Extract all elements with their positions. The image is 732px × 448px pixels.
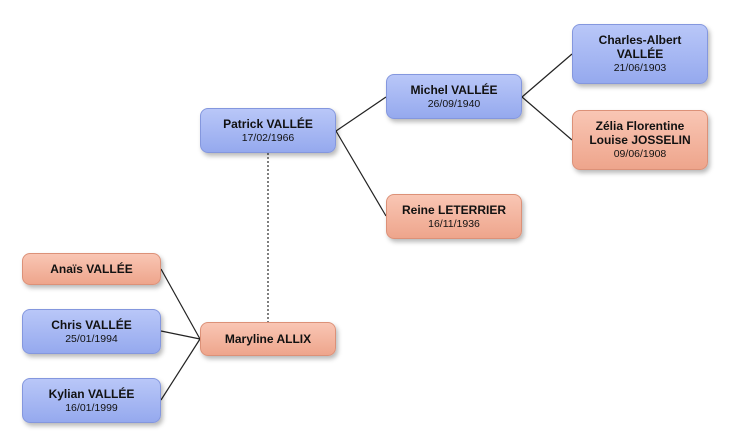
person-name-line-1: Charles-Albert bbox=[598, 33, 682, 47]
person-date: 25/01/1994 bbox=[65, 332, 118, 345]
person-name: Chris VALLÉE bbox=[51, 317, 132, 332]
person-name: Patrick VALLÉE bbox=[223, 116, 313, 131]
person-date: 26/09/1940 bbox=[427, 97, 481, 110]
person-name: Maryline ALLIX bbox=[224, 332, 312, 346]
link-michel-charles bbox=[521, 53, 573, 98]
person-card-reine[interactable]: Reine LETERRIER 16/11/1936 bbox=[386, 194, 522, 239]
person-name-line-1: Zélia Florentine bbox=[595, 119, 685, 133]
person-date: 09/06/1908 bbox=[613, 148, 667, 160]
link-chris-maryline bbox=[160, 330, 201, 340]
link-kylian-maryline bbox=[160, 338, 201, 401]
link-anais-maryline bbox=[160, 268, 201, 340]
person-name: Kylian VALLÉE bbox=[48, 386, 135, 401]
link-patrick-michel bbox=[335, 96, 387, 132]
person-card-michel[interactable]: Michel VALLÉE 26/09/1940 bbox=[386, 74, 522, 119]
person-name-line-2: Louise JOSSELIN bbox=[589, 133, 691, 147]
person-name: Michel VALLÉE bbox=[410, 82, 498, 97]
person-date: 17/02/1966 bbox=[241, 131, 295, 144]
person-card-chris[interactable]: Chris VALLÉE 25/01/1994 bbox=[22, 309, 161, 354]
person-name: Reine LETERRIER bbox=[401, 202, 506, 217]
person-date: 16/11/1936 bbox=[428, 217, 480, 230]
person-card-anais[interactable]: Anaïs VALLÉE bbox=[22, 253, 161, 285]
link-michel-zelia bbox=[521, 96, 573, 141]
link-patrick-reine bbox=[335, 130, 387, 217]
person-card-patrick[interactable]: Patrick VALLÉE 17/02/1966 bbox=[200, 108, 336, 153]
person-name-line-2: VALLÉE bbox=[616, 47, 664, 61]
person-name: Anaïs VALLÉE bbox=[50, 262, 133, 276]
person-date: 21/06/1903 bbox=[613, 62, 667, 74]
person-card-charles[interactable]: Charles-Albert VALLÉE 21/06/1903 bbox=[572, 24, 708, 84]
person-card-zelia[interactable]: Zélia Florentine Louise JOSSELIN 09/06/1… bbox=[572, 110, 708, 170]
person-card-kylian[interactable]: Kylian VALLÉE 16/01/1999 bbox=[22, 378, 161, 423]
person-date: 16/01/1999 bbox=[65, 401, 118, 414]
person-card-maryline[interactable]: Maryline ALLIX bbox=[200, 322, 336, 356]
